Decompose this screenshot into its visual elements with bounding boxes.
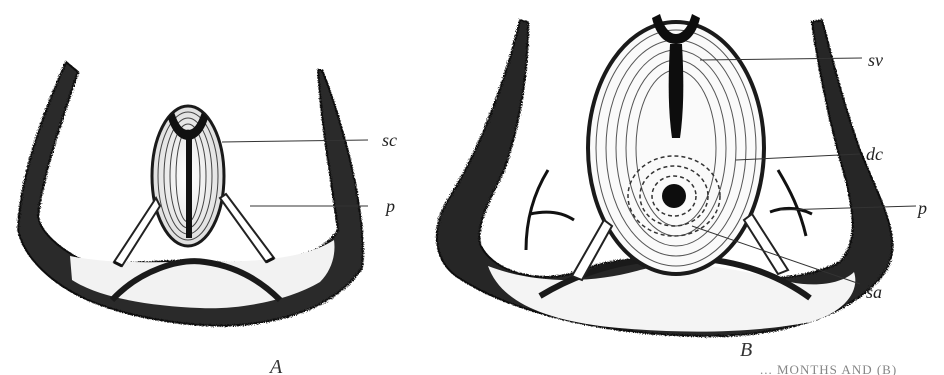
panel-b-spike-right-outer	[778, 170, 806, 236]
panel-a-process-left	[114, 198, 160, 266]
panel-b-label-sv: sv	[868, 50, 883, 70]
panel-a-process-right	[220, 194, 274, 262]
panel-a: sc p A	[18, 62, 397, 375]
panel-b-label-sa: sa	[866, 282, 882, 302]
panel-b-caption: B	[740, 339, 752, 361]
panel-a-central-canal	[186, 132, 192, 238]
panel-a-caption: A	[268, 356, 283, 375]
panel-b-leader-p	[780, 206, 916, 210]
panel-b: sv dc p sa B	[437, 14, 927, 361]
figure-caption-fragment: ... MONTHS AND (B)	[760, 362, 897, 375]
panel-b-label-dc: dc	[866, 144, 883, 164]
panel-b-label-p: p	[916, 198, 927, 218]
panel-b-spike-left-curl	[530, 212, 574, 220]
panel-b-dorsal-slit	[669, 44, 684, 138]
panel-a-label-p: p	[384, 196, 395, 216]
panel-b-central-canal	[662, 184, 686, 208]
panel-b-spike-left-outer	[526, 170, 548, 250]
panel-a-label-sc: sc	[382, 130, 397, 150]
